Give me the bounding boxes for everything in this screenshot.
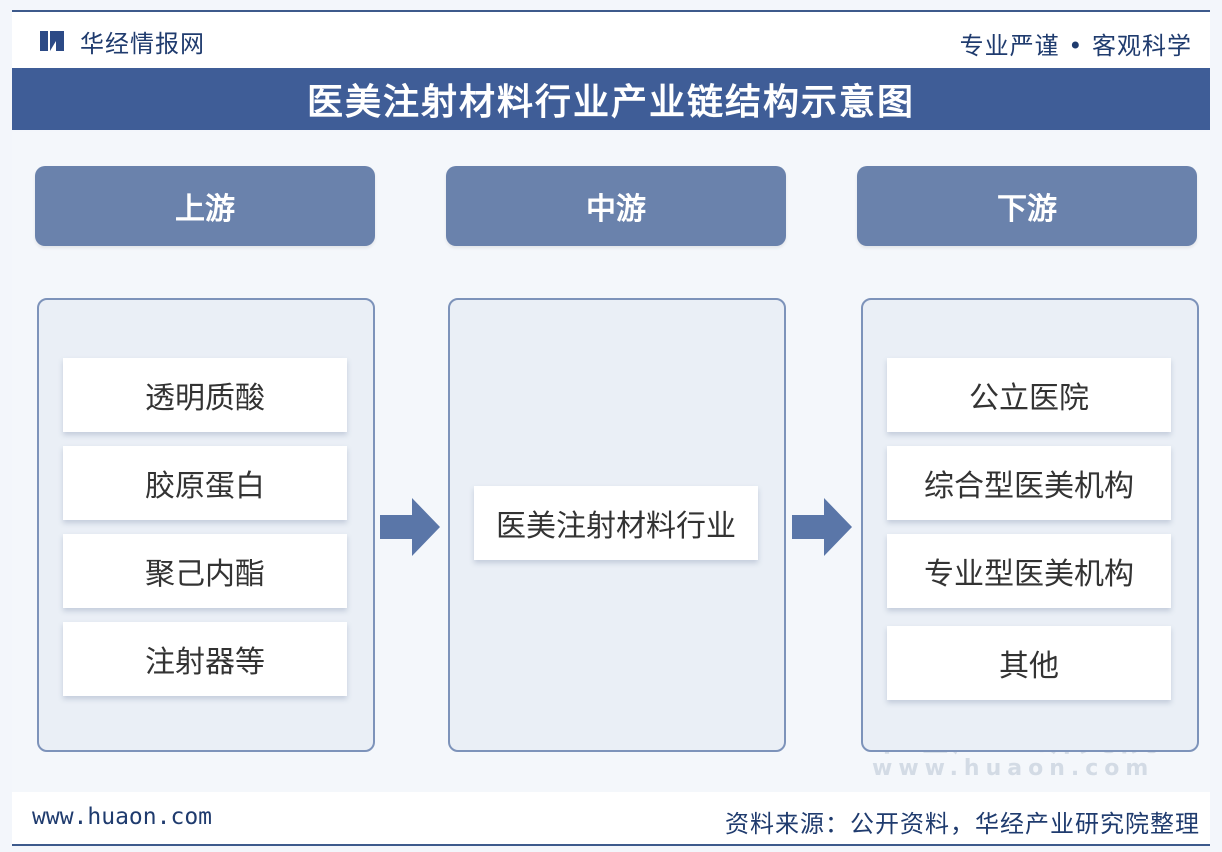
upstream-item-collagen: 胶原蛋白	[63, 446, 347, 520]
footer-url: www.huaon.com	[32, 804, 213, 830]
heading-downstream: 下游	[857, 166, 1197, 246]
logo-icon	[40, 30, 66, 52]
title-band: 医美注射材料行业产业链结构示意图	[12, 68, 1210, 130]
footer-source: 资料来源：公开资料，华经产业研究院整理	[725, 810, 1200, 838]
heading-midstream: 中游	[446, 166, 786, 246]
arrow-right-icon	[380, 498, 440, 556]
downstream-item-specialized-clinic: 专业型医美机构	[887, 534, 1171, 608]
upstream-item-hyaluronic-acid: 透明质酸	[63, 358, 347, 432]
downstream-item-public-hospital: 公立医院	[887, 358, 1171, 432]
watermark-url: www.huaon.com	[872, 756, 1155, 781]
heading-upstream: 上游	[35, 166, 375, 246]
diagram-title: 医美注射材料行业产业链结构示意图	[306, 81, 915, 123]
panel-downstream: 公立医院 综合型医美机构 专业型医美机构 其他	[861, 298, 1199, 752]
panel-midstream: 医美注射材料行业	[448, 298, 786, 752]
top-bar: 华经情报网 专业严谨 • 客观科学	[12, 10, 1210, 68]
logo: 华经情报网	[40, 26, 205, 58]
panel-upstream: 透明质酸 胶原蛋白 聚己内酯 注射器等	[37, 298, 375, 752]
upstream-item-pcl: 聚己内酯	[63, 534, 347, 608]
logo-text: 华经情报网	[80, 29, 205, 58]
arrow-right-icon	[792, 498, 852, 556]
downstream-item-other: 其他	[887, 626, 1171, 700]
slogan: 专业严谨 • 客观科学	[959, 32, 1192, 60]
downstream-item-comprehensive-clinic: 综合型医美机构	[887, 446, 1171, 520]
upstream-item-syringes: 注射器等	[63, 622, 347, 696]
footer: www.huaon.com 资料来源：公开资料，华经产业研究院整理	[12, 792, 1210, 846]
midstream-item-industry: 医美注射材料行业	[474, 486, 758, 560]
